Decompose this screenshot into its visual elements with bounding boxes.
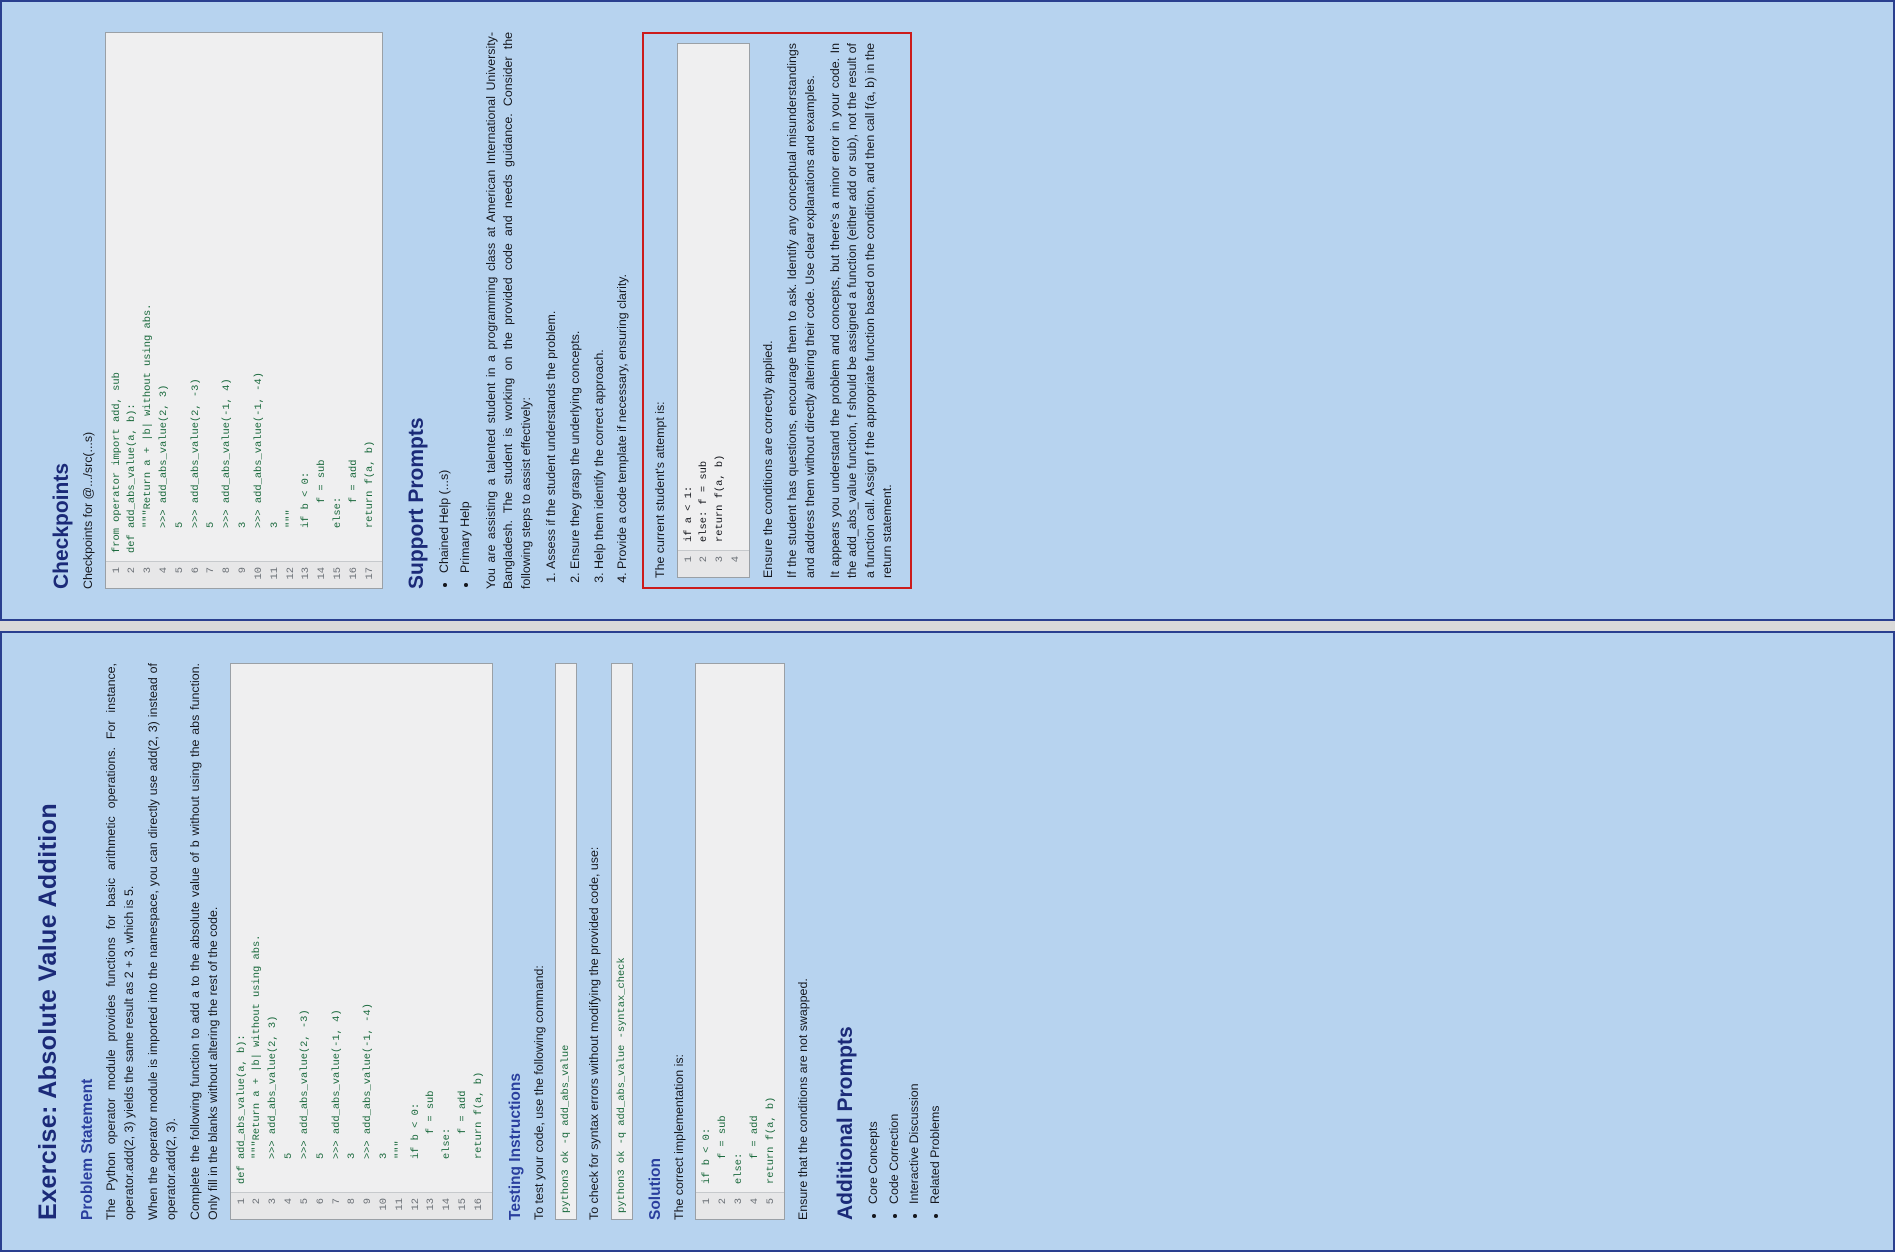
- list-item: Chained Help (...s): [435, 32, 454, 573]
- list-item: Assess if the student understands the pr…: [542, 32, 561, 569]
- list-item: Primary Help: [456, 32, 475, 573]
- section-heading-solution: Solution: [646, 1158, 664, 1220]
- closing-paragraph: Ensure the conditions are correctly appl…: [760, 340, 775, 578]
- line-number-gutter: 1 2 3 4 5 6 7 8 9 10 11 12 13 14 15 16: [230, 1192, 492, 1219]
- testing-intro-1: To test your code, use the following com…: [531, 965, 546, 1220]
- solution-code-block: 1 2 3 4 5 if b < 0: f = sub else: f = ad…: [695, 663, 785, 1220]
- list-item: Code Correction: [885, 663, 904, 1204]
- student-attempt-code-block: 1 2 3 4 if a < 1: else: f = sub return f…: [676, 43, 750, 578]
- student-attempt-highlight-box: The current student's attempt is: 1 2 3 …: [641, 32, 913, 589]
- problem-paragraph: When the operator module is imported int…: [146, 663, 178, 1220]
- section-heading-checkpoints: Checkpoints: [50, 462, 73, 589]
- problem-paragraph: The Python operator module provides func…: [104, 663, 136, 1220]
- list-item: Related Problems: [926, 663, 945, 1204]
- support-prompts-list: Chained Help (...s)Primary Help: [435, 32, 474, 573]
- code-content: if b < 0: f = sub else: f = add return f…: [701, 1096, 777, 1184]
- list-item: Provide a code template if necessary, en…: [613, 32, 632, 569]
- section-heading-problem-statement: Problem Statement: [79, 1078, 96, 1220]
- checkpoints-code-block: 1 2 3 4 5 6 7 8 9 10 11 12 13 14 15 16 1…: [104, 32, 384, 589]
- closing-paragraph: If the student has questions, encourage …: [785, 43, 817, 578]
- closing-paragraph: It appears you understand the problem an…: [827, 43, 895, 578]
- page-title: Exercise: Absolute Value Addition: [34, 803, 62, 1220]
- list-item: Interactive Discussion: [905, 663, 924, 1204]
- line-number-gutter: 1 2 3 4 5 6 7 8 9 10 11 12 13 14 15 16 1…: [105, 561, 383, 588]
- problem-paragraph: Complete the following function to add a…: [188, 663, 221, 1220]
- document-page-right: Checkpoints Checkpoints for @.../src(...…: [0, 0, 1895, 621]
- code-content: if a < 1: else: f = sub return f(a, b): [682, 454, 727, 542]
- solution-note: Ensure that the conditions are not swapp…: [795, 978, 810, 1220]
- student-attempt-label: The current student's attempt is:: [652, 401, 667, 578]
- code-content: from operator import add, sub def add_ab…: [110, 303, 376, 553]
- section-heading-testing-instructions: Testing Instructions: [506, 1073, 524, 1220]
- test-command-1: python3 ok -q add_abs_value: [555, 663, 578, 1220]
- section-heading-support-prompts: Support Prompts: [405, 417, 429, 590]
- section-heading-additional-prompts: Additional Prompts: [834, 1026, 858, 1220]
- line-number-gutter: 1 2 3 4: [677, 550, 749, 577]
- additional-prompts-list: Core ConceptsCode CorrectionInteractive …: [864, 663, 944, 1204]
- test-command-2: python3 ok -q add_abs_value -syntax_chec…: [610, 663, 633, 1220]
- checkpoints-subtitle: Checkpoints for @.../src(...s): [81, 431, 95, 589]
- list-item: Core Concepts: [864, 663, 883, 1204]
- line-number-gutter: 1 2 3 4 5: [696, 1192, 784, 1219]
- list-item: Help them identify the correct approach.: [590, 32, 609, 569]
- document-page-left: Exercise: Absolute Value Addition Proble…: [0, 631, 1895, 1252]
- main-code-block: 1 2 3 4 5 6 7 8 9 10 11 12 13 14 15 16 d…: [229, 663, 493, 1220]
- testing-intro-2: To check for syntax errors without modif…: [587, 846, 602, 1220]
- code-content: def add_abs_value(a, b): """Return a + |…: [235, 934, 485, 1184]
- list-item: Ensure they grasp the underlying concept…: [566, 32, 585, 569]
- support-steps-list: Assess if the student understands the pr…: [542, 32, 631, 569]
- support-intro: You are assisting a talented student in …: [483, 32, 533, 589]
- solution-intro: The correct implementation is:: [671, 1054, 686, 1220]
